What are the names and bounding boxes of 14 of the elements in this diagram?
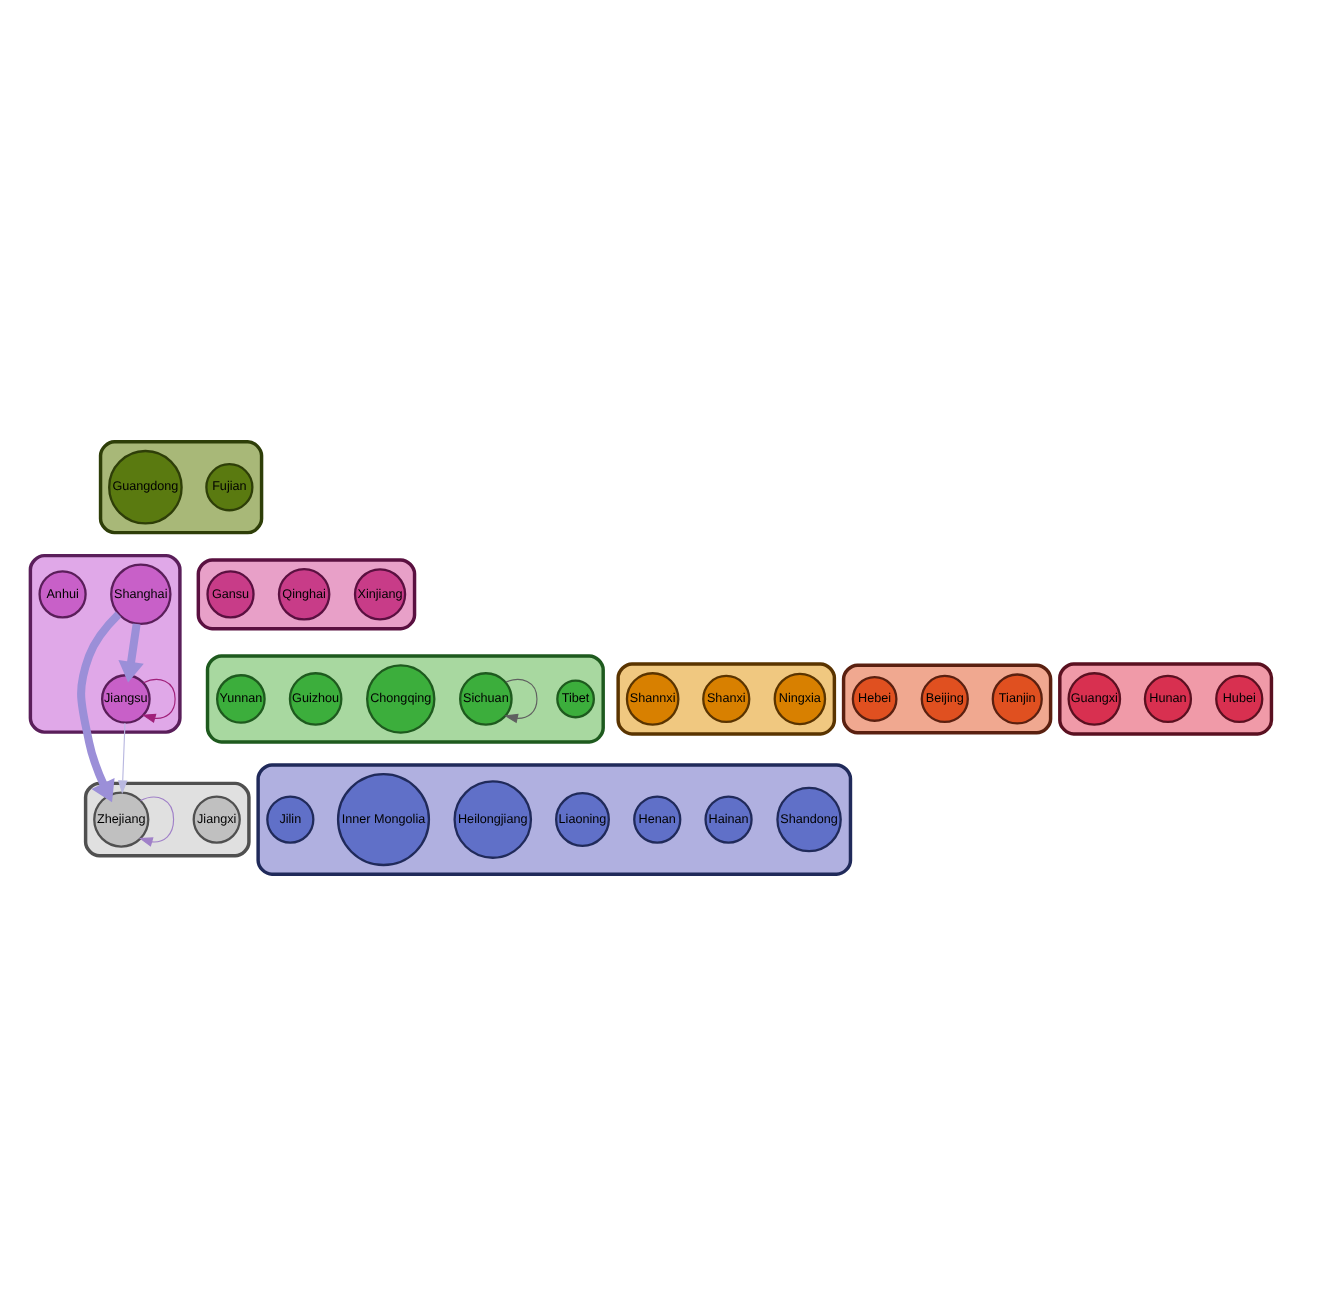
cluster: [256, 762, 853, 875]
arrow: [504, 678, 538, 723]
cluster: [616, 661, 837, 735]
cluster: [28, 552, 182, 733]
cluster: [205, 653, 605, 743]
arrow: [118, 622, 144, 682]
arrow: [141, 678, 176, 723]
cluster: [841, 662, 1053, 734]
arrow: [138, 795, 175, 846]
cluster: [1058, 661, 1274, 735]
cluster: [196, 557, 417, 630]
cluster: [98, 439, 264, 534]
arrow: [117, 721, 128, 794]
arrow: [77, 610, 122, 802]
